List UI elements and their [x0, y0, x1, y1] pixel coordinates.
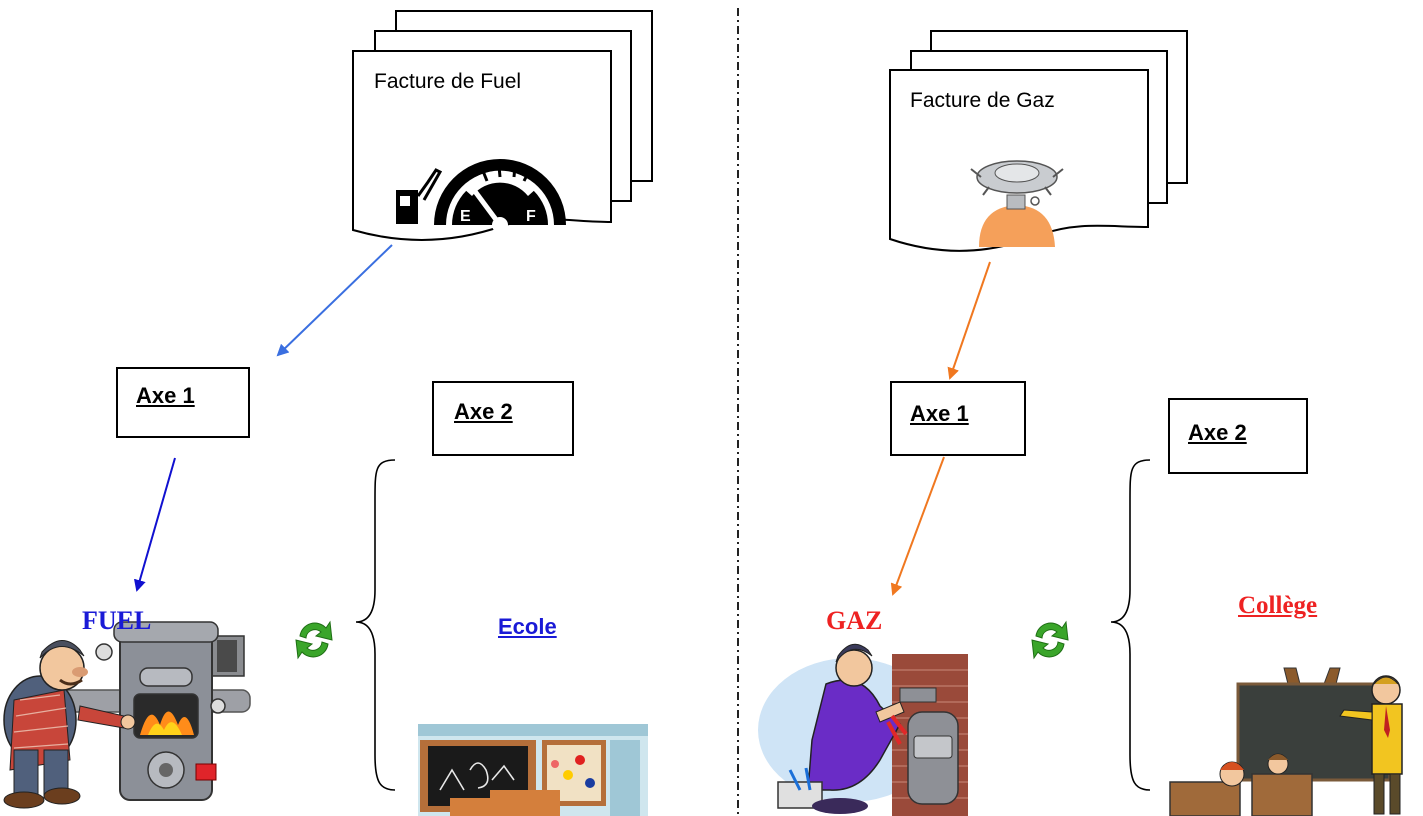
fuel-gauge-icon	[434, 159, 566, 233]
gauge-empty-letter: E	[460, 208, 471, 225]
left-axe2-box: Axe 2	[432, 381, 574, 456]
arrow-axe1-to-fuel	[134, 457, 176, 592]
invoice-page-front: E F	[352, 50, 612, 241]
teacher-illustration	[1169, 667, 1403, 816]
arrow-invoice-to-axe1-gaz	[947, 261, 991, 380]
fuel-pump-icon	[396, 168, 443, 224]
right-axe2-box: Axe 2	[1168, 398, 1308, 474]
cycle-icon-right	[1031, 620, 1069, 660]
classroom-illustration	[418, 724, 648, 816]
right-axe1-label: Axe 1	[910, 401, 969, 426]
ecole-label: Ecole	[498, 614, 557, 639]
right-brace	[1110, 459, 1151, 791]
left-axe2-label: Axe 2	[454, 399, 513, 424]
arrow-invoice-to-axe1-fuel	[276, 244, 393, 357]
arrow-axe1-to-gaz	[890, 456, 945, 596]
invoice-page-front	[889, 69, 1149, 252]
cycle-icon-left	[295, 620, 333, 660]
gas-repairman-illustration	[758, 643, 968, 816]
gas-burner-icon	[970, 160, 1064, 247]
fuel-invoice-title: Facture de Fuel	[374, 70, 522, 93]
right-axe2-label: Axe 2	[1188, 420, 1247, 445]
left-axe1-label: Axe 1	[136, 383, 195, 408]
fuel-label: FUEL	[82, 606, 152, 635]
gas-invoice-title: Facture de Gaz	[910, 89, 1055, 112]
fuel-invoice: E F Facture de Fuel	[352, 50, 612, 248]
left-brace	[355, 459, 396, 791]
gas-invoice: Facture de Gaz	[889, 69, 1149, 265]
gauge-full-letter: F	[526, 208, 536, 225]
left-axe1-box: Axe 1	[116, 367, 250, 438]
boiler-worker-illustration	[3, 621, 251, 809]
right-axe1-box: Axe 1	[890, 381, 1026, 456]
gaz-label: GAZ	[826, 606, 883, 635]
college-label: Collège	[1238, 592, 1318, 619]
